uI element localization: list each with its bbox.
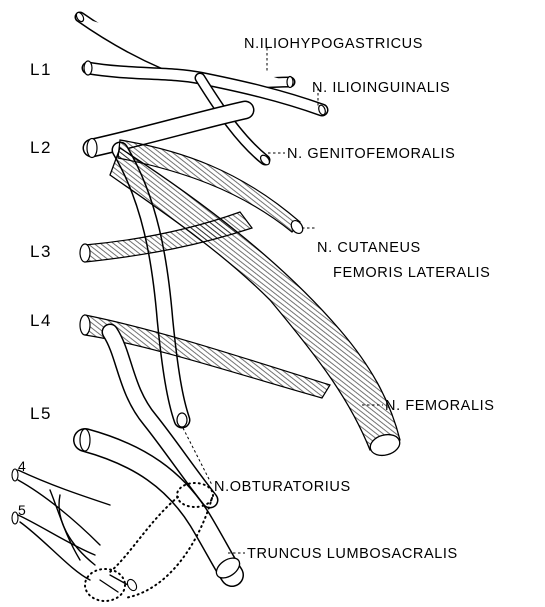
label-truncus-lumbosacralis: TRUNCUS LUMBOSACRALIS bbox=[247, 546, 458, 562]
label-obturatorius: N.OBTURATORIUS bbox=[214, 479, 351, 495]
label-femoralis: N. FEMORALIS bbox=[385, 398, 495, 414]
level-label-l1: L1 bbox=[30, 60, 52, 79]
label-ilioinguinalis: N. ILIOINGUINALIS bbox=[312, 80, 450, 96]
level-label-l5: L5 bbox=[30, 404, 52, 423]
label-iliohypogastricus: N.ILIOHYPOGASTRICUS bbox=[244, 36, 423, 52]
level-label-s4: 4 bbox=[18, 458, 27, 474]
label-cutaneus-line2: FEMORIS LATERALIS bbox=[333, 265, 490, 281]
label-cutaneus-line1: N. CUTANEUS bbox=[317, 240, 421, 256]
level-label-s5: 5 bbox=[18, 502, 27, 518]
level-label-l2: L2 bbox=[30, 138, 52, 157]
label-genitofemoralis: N. GENITOFEMORALIS bbox=[287, 146, 455, 162]
level-label-l3: L3 bbox=[30, 242, 52, 261]
level-label-l4: L4 bbox=[30, 311, 52, 330]
lumbosacral-trunk bbox=[80, 429, 243, 582]
